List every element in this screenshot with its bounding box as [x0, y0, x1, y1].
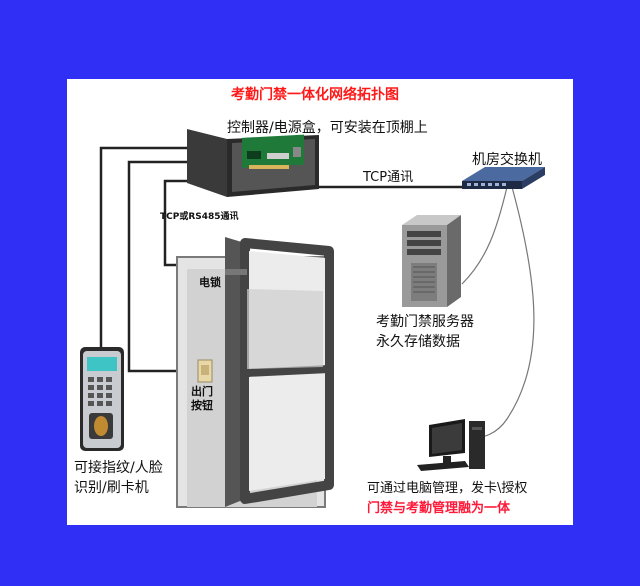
tcp485-label: TCP或RS485通讯 [160, 212, 239, 222]
cable-server [461, 186, 508, 285]
switch-label: 机房交换机 [472, 152, 542, 168]
server-label-line1: 考勤门禁服务器 [376, 314, 474, 330]
controller-label: 控制器/电源盒，可安装在顶棚上 [227, 120, 428, 136]
desktop-computer-icon [417, 419, 485, 471]
exit-button-label-line2: 按钮 [191, 399, 213, 412]
electric-lock-icon [225, 269, 247, 275]
pc-label-line2: 门禁与考勤管理融为一体 [367, 501, 511, 516]
diagram-title: 考勤门禁一体化网络拓扑图 [231, 87, 399, 103]
wiring-layer [99, 146, 535, 439]
reader-label-line1: 可接指纹/人脸 [74, 460, 163, 476]
exit-button-icon [197, 359, 213, 383]
diagram-panel: 考勤门禁一体化网络拓扑图 控制器/电源盒，可安装在顶棚上 TCP通讯 机房交换机… [67, 79, 573, 525]
exit-button-label-line1: 出门 [191, 385, 213, 398]
wire-exit-button [127, 160, 204, 373]
controller-box-icon [187, 129, 319, 197]
wire-reader [99, 146, 195, 347]
tcp-label: TCP通讯 [363, 170, 414, 185]
pc-label-line1: 可通过电脑管理，发卡\授权 [367, 481, 528, 496]
fingerprint-reader-icon [80, 347, 124, 451]
reader-label-line2: 识别/刷卡机 [74, 480, 149, 496]
server-tower-icon [402, 215, 461, 307]
lock-label: 电锁 [199, 276, 221, 289]
cable-pc [471, 186, 535, 439]
server-label-line2: 永久存储数据 [376, 334, 460, 350]
network-switch-icon [462, 167, 545, 189]
